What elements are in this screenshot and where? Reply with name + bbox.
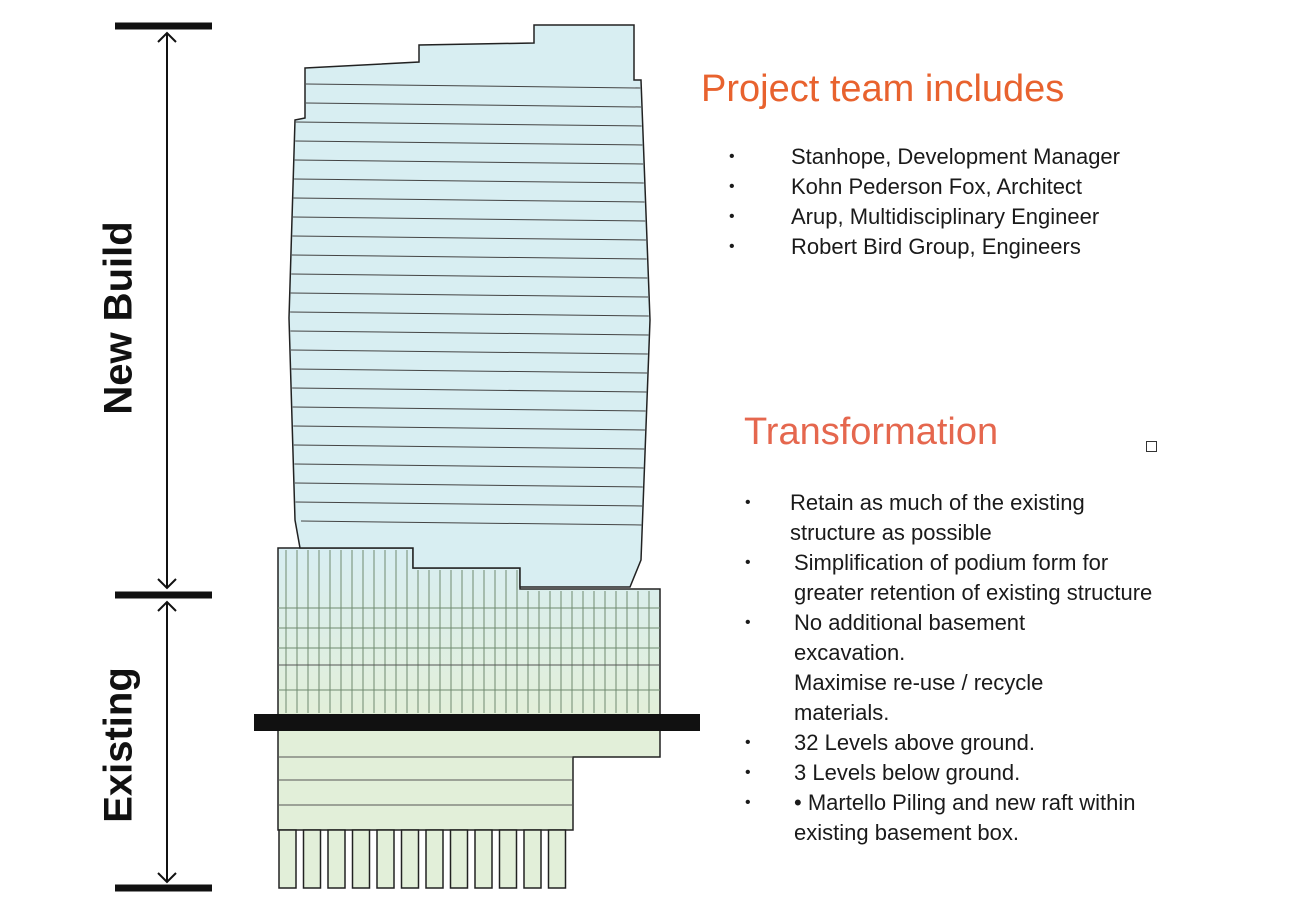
bullet: • [729, 208, 735, 225]
tower-floor-line [293, 444, 645, 450]
bullet: • [745, 494, 751, 511]
tower-floor-line [291, 273, 648, 279]
tower-floor-line [292, 235, 646, 241]
new-build-tower [288, 24, 651, 588]
pile [400, 829, 420, 889]
tower-floor-line [294, 463, 644, 469]
tower-floor-line [290, 311, 649, 317]
pile [376, 829, 395, 889]
pile [351, 829, 371, 889]
bullet: • [745, 764, 751, 781]
list-item: Maximise re-use / recycle materials. [794, 670, 1044, 725]
list-item: •Stanhope, Development Manager [729, 142, 1120, 172]
transformation-heading: Transformation [744, 411, 999, 453]
label-existing: Existing [96, 667, 141, 823]
tower-floor-line [305, 83, 641, 89]
pile [327, 829, 346, 889]
label-new-build: New Build [96, 221, 141, 415]
list-item: •No additional basement excavation. [745, 610, 1026, 665]
tower-floor-line [290, 292, 649, 298]
tower-floor-line [300, 520, 642, 526]
dimension-markers [115, 22, 212, 892]
team-heading: Project team includes [701, 68, 1065, 110]
pile [278, 829, 297, 889]
transfer-slab [254, 714, 700, 731]
bullet: • [745, 614, 751, 631]
tower-floor-line [291, 368, 648, 374]
pile [449, 829, 469, 889]
bullet: • [745, 794, 751, 811]
list-item: •Retain as much of the existing structur… [745, 490, 1085, 545]
pile [425, 829, 444, 889]
pile [474, 829, 493, 889]
existing-podium [277, 547, 661, 716]
list-item: •Kohn Pederson Fox, Architect [729, 172, 1120, 202]
pile [302, 829, 322, 889]
existing-basement [277, 721, 661, 889]
martello-piles [278, 829, 567, 889]
pile [498, 829, 518, 889]
tower-floor-line [295, 501, 643, 507]
tower-floor-line [294, 178, 644, 184]
tower-floor-line [292, 216, 646, 222]
tower-floor-line [294, 482, 643, 488]
tower-floor-line [290, 330, 649, 336]
bullet: • [729, 178, 735, 195]
bullet: • [729, 238, 735, 255]
team-list: •Stanhope, Development Manager •Kohn Ped… [729, 142, 1120, 262]
pile [523, 829, 542, 889]
tower-floor-line [295, 140, 643, 146]
tower-floor-line [295, 121, 642, 127]
list-item: •Simplification of podium form for great… [745, 550, 1153, 605]
bullet: • [729, 148, 735, 165]
list-item: •• Martello Piling and new raft within e… [745, 790, 1136, 845]
pile [547, 829, 567, 889]
list-item: •3 Levels below ground. [745, 758, 1184, 788]
bullet: • [745, 554, 751, 571]
list-item: •Robert Bird Group, Engineers [729, 232, 1120, 262]
tower-floor-line [291, 349, 648, 355]
transformation-list: •Retain as much of the existing structur… [745, 488, 1190, 848]
tower-floor-line [293, 197, 645, 203]
tower-floor-line [294, 159, 644, 165]
tower-floor-line [305, 102, 641, 108]
tower-floor-line [293, 425, 645, 431]
tower-floor-line [291, 254, 647, 260]
bullet: • [745, 734, 751, 751]
tower-floor-line [292, 387, 647, 393]
selection-handle-icon[interactable] [1146, 441, 1157, 452]
tower-floor-line [292, 406, 646, 412]
list-item: •Arup, Multidisciplinary Engineer [729, 202, 1120, 232]
list-item: •32 Levels above ground. [745, 728, 1184, 758]
